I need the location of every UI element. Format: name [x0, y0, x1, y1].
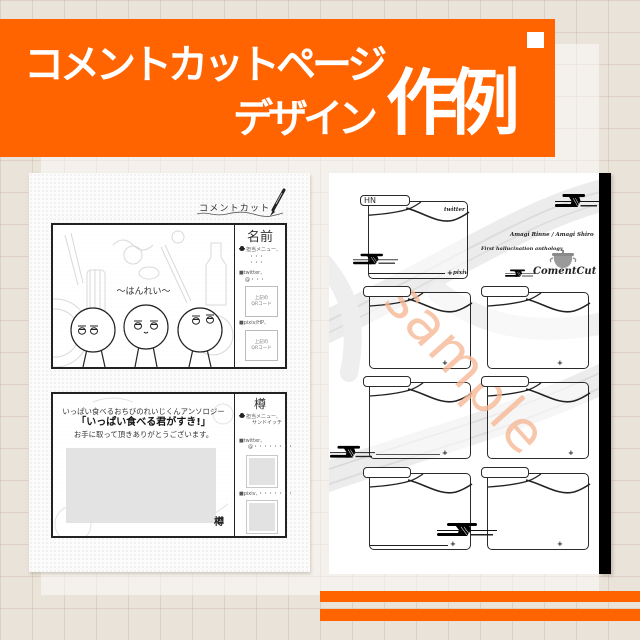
pixiv-label: pixiv [453, 270, 468, 276]
menu-value: サンドイッチ [252, 420, 283, 426]
menu-label: 担当メニュー、 [246, 414, 281, 420]
card-tab [363, 376, 411, 387]
anthology-title: 「いっぱい食べる君がすき!」 [76, 417, 211, 428]
square-ornament-icon [527, 32, 544, 48]
accent-stripe [320, 591, 640, 602]
card-tab [363, 467, 411, 478]
ornament-marker: + [568, 449, 574, 457]
anthology-subtitle: First hallucination anthology [481, 246, 563, 252]
signature: 樽 [214, 517, 224, 528]
left-page-title: コメントカット [199, 204, 271, 214]
pixiv-label: ■pixiv/HP、 [239, 320, 270, 326]
twitter-handle: @・・・・・・・・ [248, 444, 294, 450]
card-tab [481, 376, 529, 387]
author-name: 樽 [253, 397, 266, 411]
header-curves [368, 201, 470, 222]
ornament-marker: + [450, 540, 456, 548]
legend-label: 〜はんれい〜 [116, 287, 171, 297]
right-page: HN twitter + pixiv Amagi Rinne / Amagi S… [329, 173, 599, 574]
anthology-intro: いっぱい食べるおちびのれいじくんアンソロジー [62, 407, 225, 416]
author-name: 名前 [246, 230, 273, 245]
menu-label: 担当メニュー、 [246, 247, 281, 253]
ornament-marker: + [557, 359, 563, 367]
eyes [78, 314, 214, 335]
qr-code-placeholder [246, 500, 278, 534]
twitter-handle: @・・・ [245, 277, 266, 283]
comentcut-logo: ComentCut [533, 266, 597, 277]
card-tab [363, 286, 411, 297]
pot-icon [239, 246, 245, 251]
comment-card: + [487, 292, 591, 369]
squiggle-underline-icon [196, 211, 284, 217]
twitter-label: ■twitter、 [239, 438, 266, 444]
card-tab [481, 467, 529, 478]
authors-credit: Amagi Rinne / Amagi Shiro [510, 232, 594, 238]
comment-card: + [369, 473, 473, 550]
divider-line [376, 454, 440, 455]
comment-cut-sample-2: いっぱい食べるおちびのれいじくんアンソロジー 「いっぱい食べる君がすき!」 お手… [51, 392, 293, 538]
accent-stripe [320, 609, 640, 621]
banner-emphasis: 作例 [386, 61, 520, 145]
twitter-label: twitter [444, 207, 465, 213]
hn-tab: HN [360, 195, 410, 206]
character-illustration [70, 304, 223, 367]
comment-card: + [369, 292, 473, 369]
banner-line2: デザイン [233, 96, 378, 142]
divider-line [369, 273, 445, 274]
banner-line1: コメントカットページ [24, 42, 387, 88]
ornament-marker: + [557, 540, 563, 548]
comment-card: + [369, 382, 473, 459]
card-tab [481, 286, 529, 297]
ornament-marker: + [442, 359, 448, 367]
comment-cut-sample-1: 〜はんれい〜 [51, 223, 287, 369]
divider-line [370, 545, 448, 546]
pot-icon [549, 250, 577, 268]
profile-sidebar-2: 樽 担当メニュー、 サンドイッチ ■twitter、 @・・・・・・・・ ■pi… [234, 394, 293, 536]
hn-label: HN [364, 196, 376, 205]
thanks-message: お手に取って頂きありがとうございます。 [73, 430, 214, 439]
comment-card: + [487, 382, 591, 459]
title-banner: コメントカットページ デザイン 作例 [0, 19, 555, 157]
left-page: コメントカット [29, 173, 310, 572]
menu-line: ・・・ [249, 254, 265, 260]
pot-icon [239, 413, 245, 418]
pen-icon [270, 188, 286, 216]
pixiv-label: ■pixiv、・・・・・・・ [239, 491, 294, 497]
page-edge-strip [599, 173, 611, 574]
illustration-placeholder [66, 448, 216, 523]
comment-card: + [487, 473, 591, 550]
ornament-marker: + [442, 449, 448, 457]
qr-code-placeholder [246, 455, 278, 488]
ornament-marker: + [447, 269, 453, 277]
twitter-label: ■twitter、 [239, 270, 266, 276]
menu-line: ・・・ [249, 260, 265, 266]
hn-card: twitter + pixiv [368, 201, 470, 279]
